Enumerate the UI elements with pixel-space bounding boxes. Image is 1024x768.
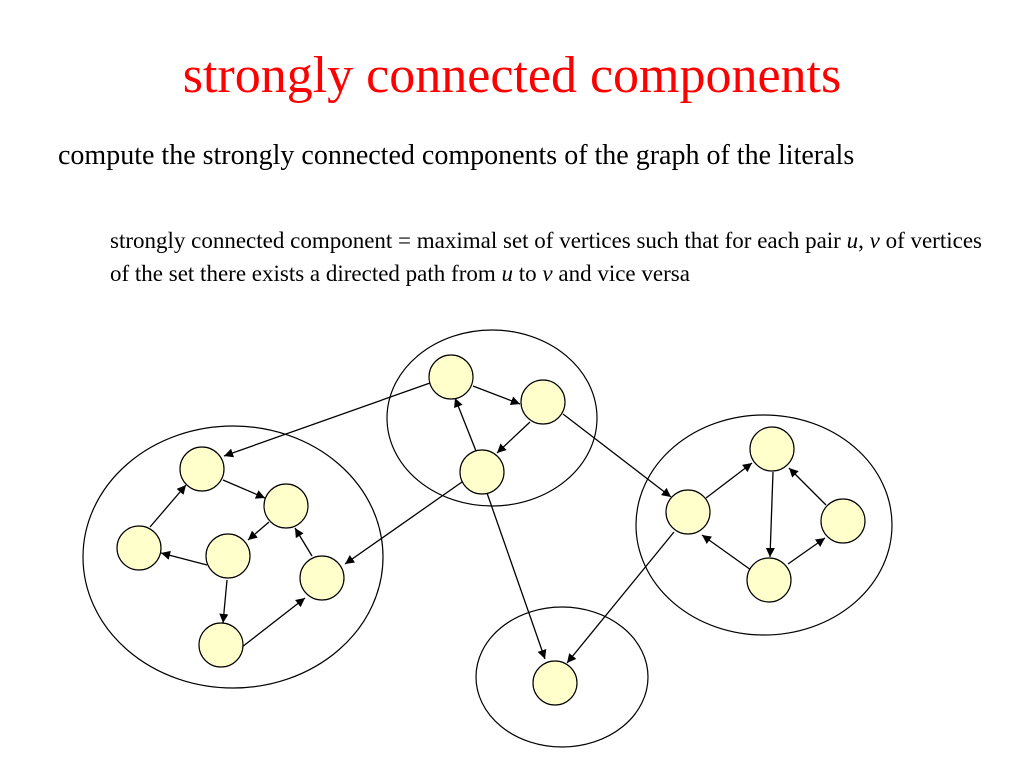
edge xyxy=(149,484,187,528)
edge xyxy=(222,479,266,499)
edge xyxy=(496,421,531,454)
graph-node xyxy=(179,446,225,492)
component-right xyxy=(635,414,893,636)
graph-node xyxy=(205,533,251,579)
edge xyxy=(788,467,827,506)
edge xyxy=(472,385,521,405)
definition-text-1: strongly connected component = maximal s… xyxy=(110,228,847,253)
graph-node xyxy=(665,489,711,535)
graph-node xyxy=(116,525,162,571)
graph-node xyxy=(263,483,309,529)
edge xyxy=(566,531,675,664)
definition-comma: , xyxy=(858,228,870,253)
slide-title: strongly connected components xyxy=(182,47,842,104)
component-left xyxy=(82,425,384,689)
edge xyxy=(705,462,753,499)
edge xyxy=(160,550,208,566)
graph-node xyxy=(746,557,792,603)
sub-bullet-definition: strongly connected component = maximal s… xyxy=(110,224,990,290)
edge xyxy=(562,413,672,498)
component-outlines xyxy=(82,329,893,748)
graph-node xyxy=(820,498,866,544)
edge xyxy=(344,481,463,565)
graph-node xyxy=(428,354,474,400)
edge xyxy=(247,521,270,541)
variable-u-second: u xyxy=(501,261,514,286)
definition-text-3: and vice versa xyxy=(552,261,690,286)
edge xyxy=(701,534,752,571)
graph-node xyxy=(459,449,505,495)
edge xyxy=(454,397,477,452)
graph-node xyxy=(532,660,578,706)
variable-u: u xyxy=(846,228,859,253)
graph-node xyxy=(299,555,345,601)
component-bottom xyxy=(475,606,649,748)
edge xyxy=(219,579,229,624)
variable-v-second: v xyxy=(542,261,553,286)
edge xyxy=(765,471,775,558)
edge xyxy=(486,492,547,660)
graph-node xyxy=(749,426,795,472)
graph-nodes xyxy=(116,354,866,706)
edge xyxy=(223,382,431,458)
definition-text-2: of vertices of the set there exists a di… xyxy=(110,228,982,286)
edge xyxy=(787,537,826,565)
graph-node xyxy=(198,622,244,668)
graph-edges xyxy=(149,382,827,664)
graph-node xyxy=(520,379,566,425)
variable-v: v xyxy=(869,228,880,253)
edge xyxy=(294,527,313,557)
definition-to: to xyxy=(513,261,543,286)
main-bullet: compute the strongly connected component… xyxy=(58,140,855,171)
edge xyxy=(241,597,306,648)
